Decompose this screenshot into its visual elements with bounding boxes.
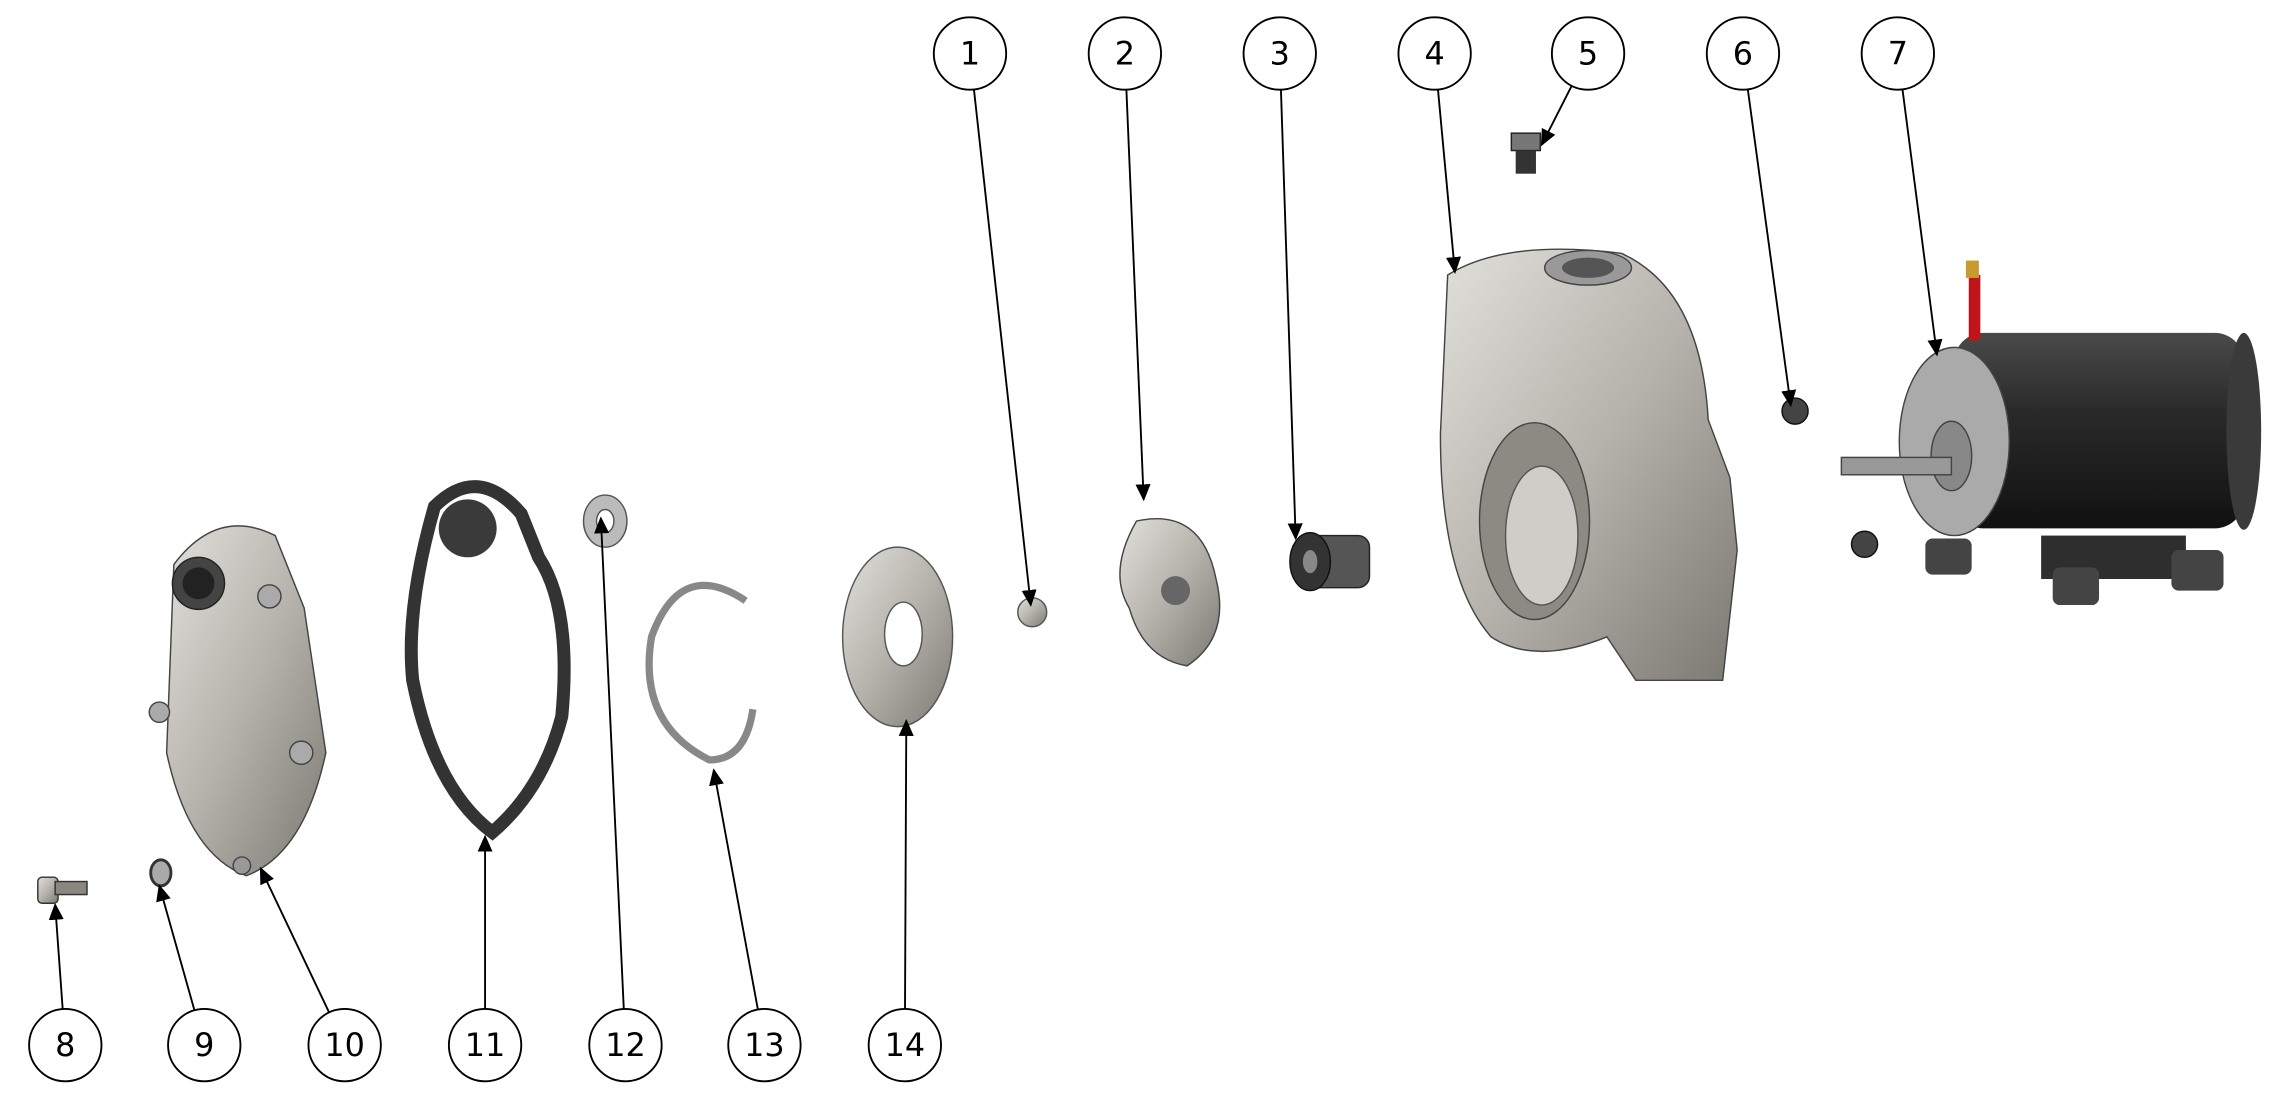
balloon-label: 10 [324, 1026, 365, 1064]
part-drain-plug [1510, 132, 1542, 174]
balloon-circle [1397, 16, 1472, 91]
balloon-label: 1 [960, 35, 980, 73]
leader-line-7 [1901, 89, 1943, 357]
balloon-label: 9 [194, 1026, 214, 1064]
leader-line-5 [1540, 85, 1573, 147]
callout-balloon-7: 7 [1860, 16, 1935, 91]
callout-balloon-10: 10 [307, 1007, 382, 1083]
balloon-circle [1860, 16, 1935, 91]
part-washer [149, 858, 173, 888]
callout-balloon-6: 6 [1705, 16, 1781, 91]
balloon-label: 11 [465, 1026, 506, 1064]
balloon-label: 13 [744, 1026, 785, 1064]
leader-line-10 [259, 866, 330, 1013]
leader-line-6 [1746, 89, 1797, 408]
leader-line-3 [1279, 89, 1303, 541]
balloon-label: 8 [55, 1026, 75, 1064]
part-pump-housing [1439, 248, 1738, 682]
callout-balloon-12: 12 [588, 1007, 663, 1083]
callout-balloon-14: 14 [867, 1007, 942, 1083]
part-retaining-ring [645, 581, 757, 764]
part-impeller [1119, 517, 1221, 667]
part-gasket [404, 480, 571, 841]
leader-line-12 [594, 516, 625, 1009]
leader-line-9 [156, 884, 196, 1011]
balloon-circle [1705, 16, 1781, 91]
part-seal-plate [841, 546, 954, 728]
balloon-circle [1242, 16, 1317, 91]
balloon-label: 7 [1888, 35, 1908, 73]
balloon-circle [1550, 16, 1626, 91]
balloon-label: 2 [1115, 35, 1135, 73]
balloon-circle [307, 1007, 382, 1083]
balloon-circle [28, 1007, 103, 1083]
balloon-circle [167, 1007, 242, 1083]
balloon-circle [932, 16, 1008, 91]
balloon-label: 4 [1425, 35, 1445, 73]
balloon-label: 14 [885, 1026, 926, 1064]
callout-balloon-13: 13 [727, 1007, 802, 1083]
balloon-circle [867, 1007, 942, 1083]
part-pump-cover [148, 525, 327, 877]
part-mechanical-seal [1289, 531, 1371, 592]
balloon-circle [1087, 16, 1162, 91]
balloon-label: 12 [605, 1026, 646, 1064]
balloon-label: 5 [1578, 35, 1598, 73]
callout-balloon-11: 11 [447, 1007, 523, 1083]
callout-balloon-4: 4 [1397, 16, 1472, 91]
part-motor [1840, 260, 2262, 606]
balloon-circle [727, 1007, 802, 1083]
balloon-circle [447, 1007, 523, 1083]
leader-line-2 [1125, 89, 1151, 502]
leader-line-8 [48, 902, 64, 1010]
leader-line-4 [1437, 89, 1462, 275]
part-impeller-nut [1017, 597, 1048, 628]
callout-balloon-3: 3 [1242, 16, 1317, 91]
callout-balloon-9: 9 [167, 1007, 242, 1083]
leader-line-14 [898, 718, 914, 1009]
callout-balloon-1: 1 [932, 16, 1008, 91]
leader-line-1 [973, 89, 1037, 607]
callout-balloon-2: 2 [1087, 16, 1162, 91]
part-nut [1781, 397, 1879, 559]
leader-line-13 [709, 768, 759, 1010]
balloon-circle [588, 1007, 663, 1083]
callout-balloon-5: 5 [1550, 16, 1626, 91]
balloon-label: 3 [1270, 35, 1290, 73]
balloon-label: 6 [1733, 35, 1753, 73]
callout-balloon-8: 8 [28, 1007, 103, 1083]
part-flat-washer [582, 494, 628, 548]
part-bolt [37, 876, 88, 904]
